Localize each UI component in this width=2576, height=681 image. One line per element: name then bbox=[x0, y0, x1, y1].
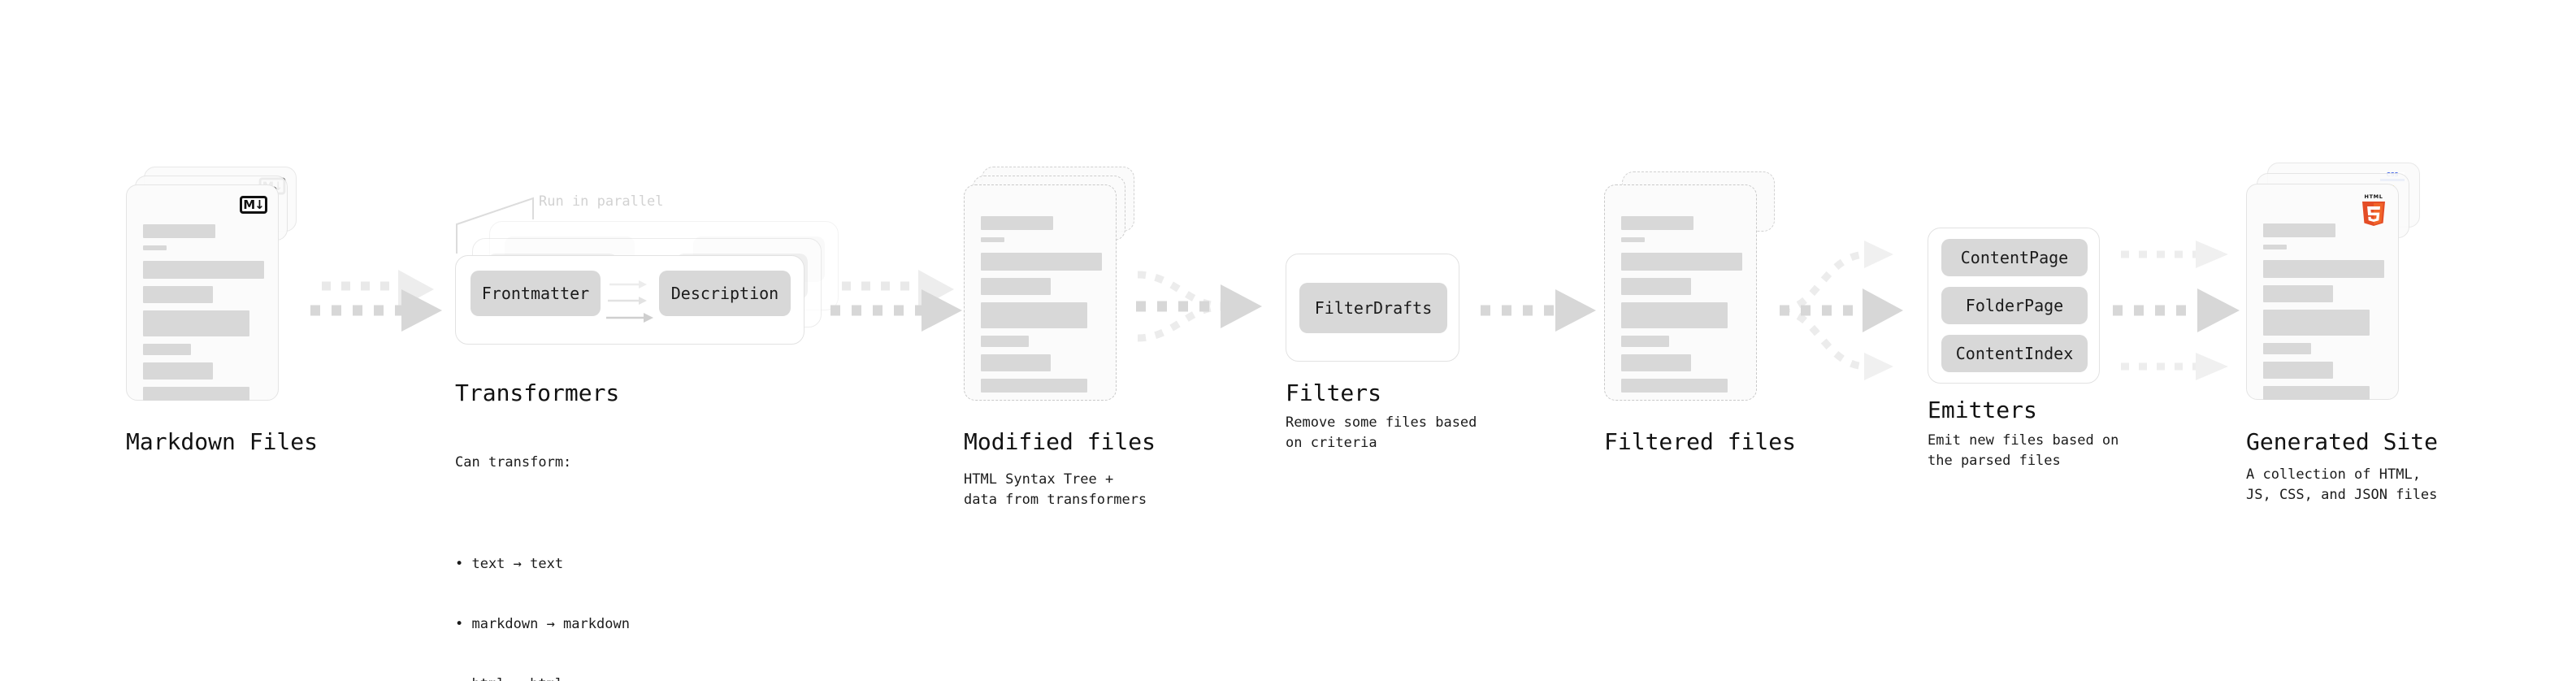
doc-bar bbox=[1620, 379, 1728, 393]
doc-bar bbox=[142, 362, 214, 380]
markdown-icon-label: M↓ bbox=[243, 197, 264, 212]
transformer-pill-description-label: Description bbox=[670, 284, 779, 303]
stage-markdown-files: M↓ M↓ M↓ bbox=[126, 167, 297, 419]
doc-bar bbox=[2262, 362, 2334, 379]
stage-modified-files bbox=[964, 167, 1134, 419]
transformers-bullet: • text → text bbox=[455, 556, 564, 573]
doc-bar bbox=[1620, 278, 1692, 295]
caption-emitters: Emitters bbox=[1928, 397, 2037, 423]
caption-transformers: Transformers bbox=[455, 380, 620, 406]
doc-bar bbox=[2262, 245, 2288, 249]
markdown-card-front: M↓ bbox=[126, 184, 279, 401]
transformer-pill-description[interactable]: Description bbox=[659, 271, 791, 316]
doc-bar bbox=[142, 344, 192, 355]
doc-bar bbox=[1620, 302, 1728, 328]
generated-site-subtext: A collection of HTML, JS, CSS, and JSON … bbox=[2246, 466, 2438, 503]
doc-bar bbox=[2262, 260, 2385, 278]
transformers-subtext: Can transform: • text → text • markdown … bbox=[455, 413, 630, 681]
parallel-bracket bbox=[456, 197, 534, 254]
filtered-file-stack bbox=[1604, 167, 1775, 419]
emitter-pill-contentindex-label: ContentIndex bbox=[1955, 344, 2074, 363]
doc-bar bbox=[980, 354, 1052, 371]
markdown-icon: M↓ bbox=[240, 196, 267, 214]
stage-generated-site: CSS HTML bbox=[2246, 163, 2421, 414]
doc-bar bbox=[142, 224, 216, 238]
filtered-card-front bbox=[1604, 184, 1757, 401]
transformers-bullet: • html → html bbox=[455, 674, 630, 681]
emitter-pill-folderpage-label: FolderPage bbox=[1965, 296, 2064, 315]
arrow-filters-to-filtered bbox=[1481, 289, 1596, 332]
doc-bar bbox=[2262, 343, 2312, 354]
doc-bar bbox=[980, 253, 1103, 271]
doc-bar bbox=[2262, 285, 2334, 302]
doc-bar bbox=[2262, 223, 2336, 237]
doc-bar bbox=[2262, 310, 2370, 336]
doc-bar bbox=[1620, 216, 1694, 230]
markdown-file-stack: M↓ M↓ M↓ bbox=[126, 167, 297, 419]
transformer-inner-arrows bbox=[606, 280, 653, 323]
arrow-modified-to-filters bbox=[1136, 271, 1262, 342]
doc-bar bbox=[1620, 336, 1670, 347]
emitter-pill-contentpage-label: ContentPage bbox=[1960, 248, 2069, 267]
caption-filtered-files: Filtered files bbox=[1604, 428, 1797, 455]
transformers-bullet-list: • text → text • markdown → markdown • ht… bbox=[455, 514, 630, 681]
svg-text:HTML: HTML bbox=[2365, 193, 2383, 200]
filters-subtext: Remove some files based on criteria bbox=[1286, 414, 1477, 451]
doc-skeleton bbox=[1620, 216, 1743, 400]
note-run-in-parallel: Run in parallel bbox=[539, 193, 664, 210]
emitters-subtext: Emit new files based on the parsed files bbox=[1928, 432, 2119, 469]
doc-bar bbox=[980, 336, 1030, 347]
doc-bar bbox=[142, 261, 265, 279]
filter-pill-filterdrafts-label: FilterDrafts bbox=[1314, 298, 1433, 318]
caption-modified-files: Modified files bbox=[964, 428, 1156, 455]
generated-file-stack: CSS HTML bbox=[2246, 163, 2421, 414]
modified-files-subtext: HTML Syntax Tree + data from transformer… bbox=[964, 471, 1147, 508]
transformer-pill-frontmatter[interactable]: Frontmatter bbox=[471, 271, 601, 316]
emitter-pill-contentpage[interactable]: ContentPage bbox=[1941, 239, 2088, 276]
doc-bar bbox=[980, 379, 1088, 393]
doc-bar bbox=[142, 310, 250, 336]
doc-bar bbox=[980, 302, 1088, 328]
arrow-transformers-to-modified bbox=[830, 270, 962, 332]
doc-bar bbox=[980, 237, 1005, 242]
doc-bar bbox=[142, 245, 167, 250]
emitters-box: ContentPage FolderPage ContentIndex bbox=[1928, 228, 2100, 384]
doc-skeleton bbox=[980, 216, 1103, 400]
doc-skeleton bbox=[142, 224, 265, 408]
doc-bar bbox=[980, 278, 1052, 295]
emitter-pill-folderpage[interactable]: FolderPage bbox=[1941, 287, 2088, 324]
emitter-pill-contentindex[interactable]: ContentIndex bbox=[1941, 335, 2088, 372]
doc-skeleton bbox=[2262, 223, 2385, 407]
arrow-emitters-to-generated bbox=[2113, 241, 2240, 380]
filters-box: FilterDrafts bbox=[1286, 254, 1459, 362]
caption-generated-site: Generated Site bbox=[2246, 428, 2439, 455]
arrow-filtered-to-emitters bbox=[1780, 241, 1903, 380]
doc-bar bbox=[1620, 354, 1692, 371]
html5-icon-svg: HTML bbox=[2362, 193, 2385, 226]
stage-filtered-files bbox=[1604, 167, 1775, 419]
transformers-sub-heading: Can transform: bbox=[455, 454, 572, 471]
arrow-markdown-to-transformers bbox=[310, 270, 442, 332]
transformers-bullet: • markdown → markdown bbox=[455, 616, 630, 633]
caption-filters: Filters bbox=[1286, 380, 1382, 406]
doc-bar bbox=[1620, 237, 1646, 242]
doc-bar bbox=[142, 387, 250, 401]
doc-bar bbox=[2262, 386, 2370, 400]
modified-file-stack bbox=[964, 167, 1134, 419]
generated-card-html: HTML bbox=[2246, 184, 2399, 400]
modified-card-front bbox=[964, 184, 1117, 401]
doc-bar bbox=[142, 286, 214, 303]
doc-bar bbox=[1620, 253, 1743, 271]
doc-bar bbox=[980, 216, 1054, 230]
html5-icon: HTML bbox=[2360, 193, 2387, 226]
transformer-pill-frontmatter-label: Frontmatter bbox=[481, 284, 590, 303]
caption-markdown-files: Markdown Files bbox=[126, 428, 319, 455]
filter-pill-filterdrafts[interactable]: FilterDrafts bbox=[1299, 283, 1447, 333]
